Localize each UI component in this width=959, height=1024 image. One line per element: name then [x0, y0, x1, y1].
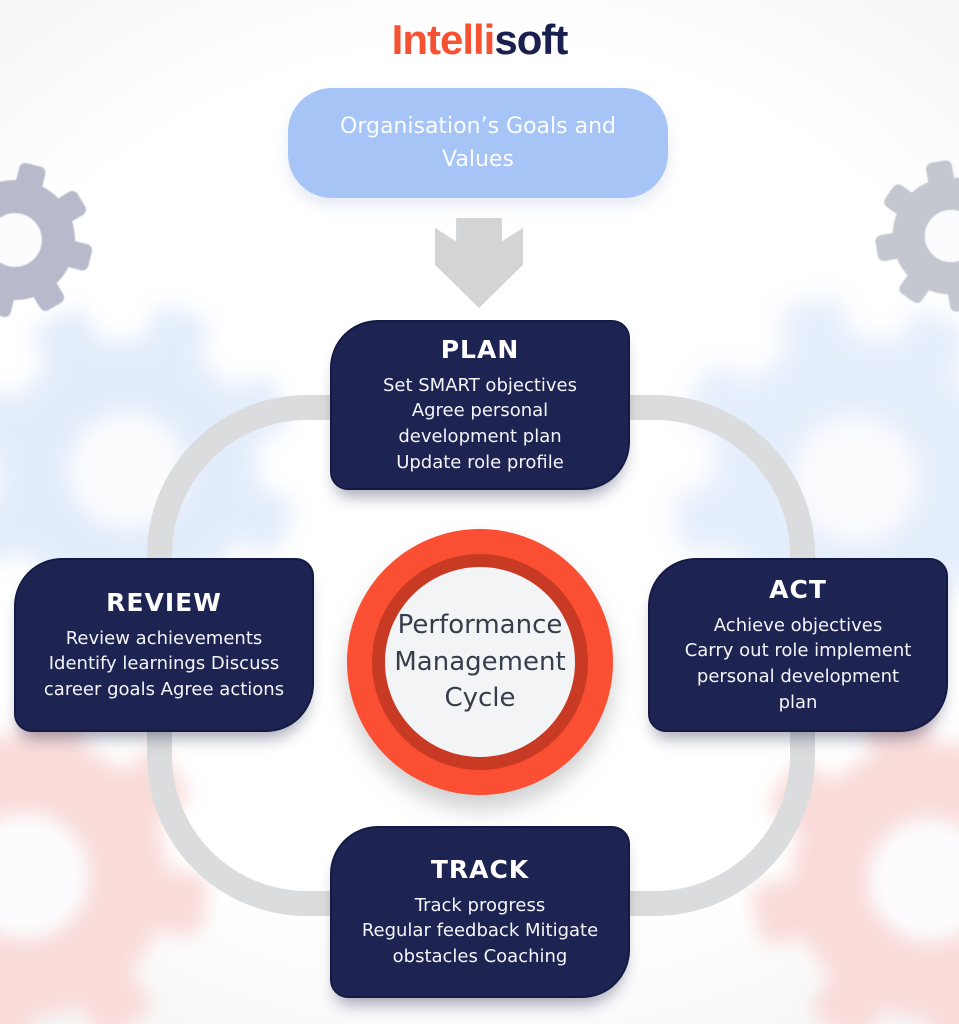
stage-title: TRACK: [430, 854, 530, 884]
stage-title: ACT: [769, 574, 827, 604]
stage-box-review: REVIEW Review achievements Identify lear…: [14, 558, 314, 732]
stage-body: Review achievements Identify learnings D…: [43, 627, 285, 700]
brand-name-secondary: soft: [494, 16, 568, 63]
stage-body: Track progress Regular feedback Mitigate…: [361, 894, 599, 967]
stage-box-act: ACT Achieve objectives Carry out role im…: [648, 558, 948, 732]
stage-box-track: TRACK Track progress Regular feedback Mi…: [330, 826, 630, 998]
cycle-hub-label: Performance Management Cycle: [385, 567, 575, 757]
stage-body: Achieve objectives Carry out role implem…: [684, 614, 912, 713]
stage-body: Set SMART objectives Agree personal deve…: [382, 374, 578, 473]
stage-title: PLAN: [440, 334, 520, 364]
down-arrow-icon: [435, 218, 523, 308]
goals-values-label: Organisation’s Goals and Values: [340, 114, 616, 172]
stage-box-plan: PLAN Set SMART objectives Agree personal…: [330, 320, 630, 490]
cycle-hub: Performance Management Cycle: [347, 529, 613, 795]
brand-logo: Intellisoft: [0, 16, 959, 64]
brand-name-primary: Intelli: [391, 16, 496, 63]
goals-values-box: Organisation’s Goals and Values: [288, 88, 668, 198]
stage-title: REVIEW: [106, 587, 222, 617]
